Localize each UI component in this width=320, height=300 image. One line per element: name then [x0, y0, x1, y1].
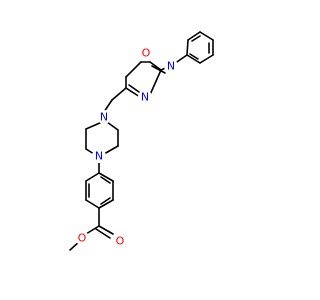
bond: [85, 172, 100, 182]
bond: [98, 225, 114, 235]
bond: [186, 39, 189, 56]
bond: [149, 61, 162, 71]
bond: [128, 84, 140, 93]
bonds: [69, 31, 214, 251]
bond: [103, 99, 113, 113]
bond: [103, 145, 119, 155]
bond: [187, 31, 201, 41]
bond: [186, 54, 201, 64]
bond: [100, 176, 111, 184]
bond: [111, 87, 127, 101]
molecule-drawing: O N N N N O O: [69, 31, 214, 251]
atom-oxygen-ring: O: [142, 47, 151, 60]
bond: [189, 53, 199, 60]
bond: [95, 228, 111, 239]
atom-nitrogen-piperazine: N: [100, 111, 108, 124]
atom-nitrogen-ring: N: [141, 91, 149, 104]
bond: [85, 199, 100, 209]
bond: [199, 31, 214, 41]
atom-labels: O N N N N O O: [75, 45, 178, 248]
bond: [148, 69, 162, 98]
bond: [199, 54, 214, 64]
bond: [98, 172, 114, 182]
atom-oxygen-ester: O: [78, 232, 87, 245]
bond: [125, 87, 141, 98]
bond: [151, 65, 166, 74]
atom-oxygen-carbonyl: O: [116, 235, 125, 248]
atom-nitrogen-piperazine: N: [95, 150, 103, 163]
bond: [98, 199, 114, 209]
bond: [85, 225, 100, 235]
bond: [100, 197, 111, 205]
atom-nitrogen-ring: N: [167, 60, 175, 73]
bond: [125, 61, 142, 78]
bond: [191, 35, 201, 42]
bond: [106, 121, 119, 131]
bond: [85, 121, 103, 130]
structure-diagram: O N N N N O O: [69, 31, 214, 251]
